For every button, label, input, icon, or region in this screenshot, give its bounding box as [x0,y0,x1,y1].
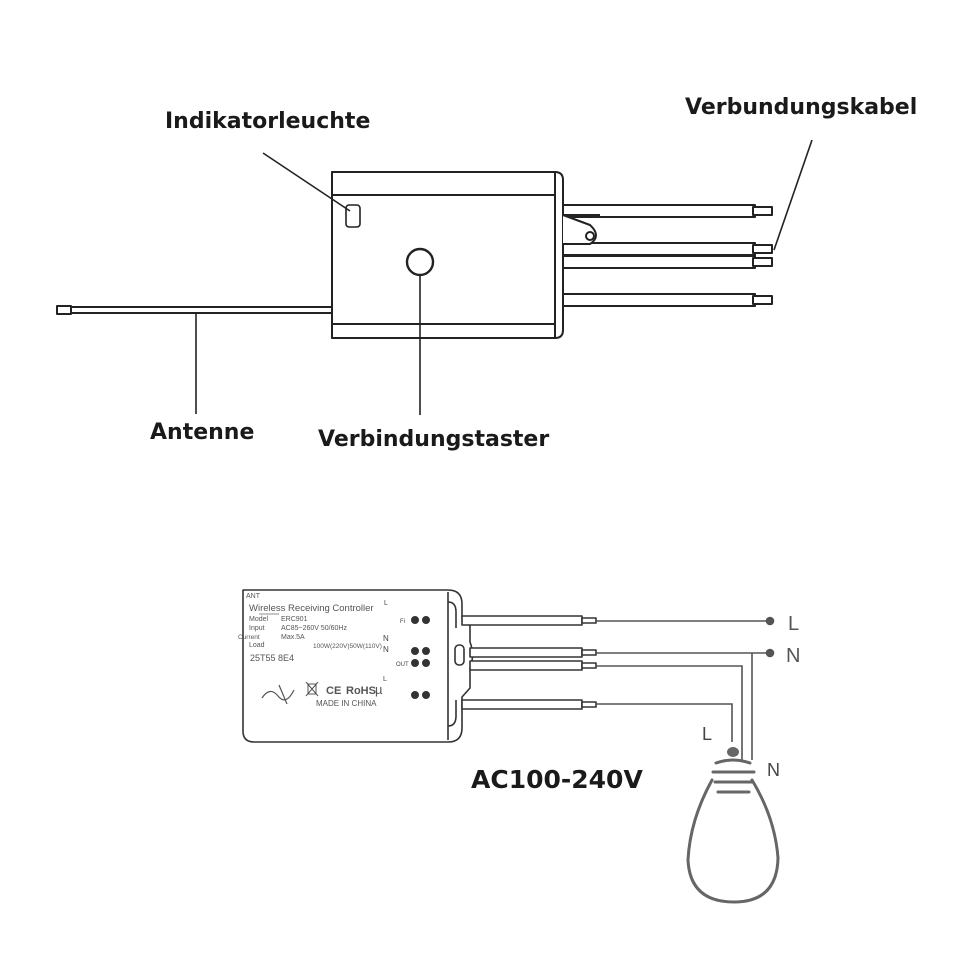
terminal-l-low: L [383,676,387,683]
leader-cable [773,139,813,251]
terminal-fi: Fi [400,619,405,625]
supply-wiring [596,616,775,760]
rohs-mark: RoHS [346,685,376,697]
device-code: 25T55 8E4 [250,653,294,663]
connection-cable-label: Verbundungskabel [685,95,918,120]
mu-mark-icon: µ [375,682,383,697]
device-title: Wireless Receiving Controller [249,603,374,614]
device-ant-label: ANT [246,593,261,600]
device-input-key: Input [249,625,265,632]
made-in-label: MADE IN CHINA [316,699,377,708]
indicator-light-label: Indikatorleuchte [165,109,371,134]
device-label: ANT Wireless Receiving Controller Model … [238,593,383,708]
link-button-icon [405,247,435,277]
antenna-label: Antenne [150,420,255,445]
terminal-out: OUT [396,662,409,668]
device-current-key: Current [238,634,260,641]
callout-leaders [195,139,813,415]
device-model-value: ERC901 [281,616,308,623]
terminal-n-top: N [383,634,389,643]
receiver-module-top-view [56,171,773,339]
receiver-module-wiring [242,589,597,743]
terminals [410,615,430,699]
bulb-n-label: N [767,760,780,780]
supply-voltage-label: AC100-240V [471,765,643,794]
leader-indicator [262,152,351,212]
weee-bin-icon [305,681,319,697]
light-bulb-icon [686,747,780,904]
terminal-n-mid: N [383,645,389,654]
device-current-value: Max.5A [281,634,305,641]
terminal-labels: L Fi N N OUT L [383,600,409,683]
device-load-key: Load [249,642,265,649]
indicator-light-icon [345,204,361,228]
bulb-l-label: L [702,724,712,744]
ce-mark-icon: CE [326,685,341,697]
line-n-label: N [786,645,800,667]
module-wires [461,615,597,710]
wireless-symbol-icon [261,684,295,705]
device-input-value: AC85~260V 50/60Hz [281,625,347,632]
antenna-wire [56,305,332,315]
link-button-label: Verbindungstaster [318,427,550,452]
device-load-value: 100W(220V)50W(110V) [313,643,382,650]
connection-cables [562,204,773,307]
terminal-l-top: L [384,600,388,607]
device-model-key: Model [249,616,269,623]
line-l-label: L [788,613,799,635]
module-housing [331,171,600,339]
